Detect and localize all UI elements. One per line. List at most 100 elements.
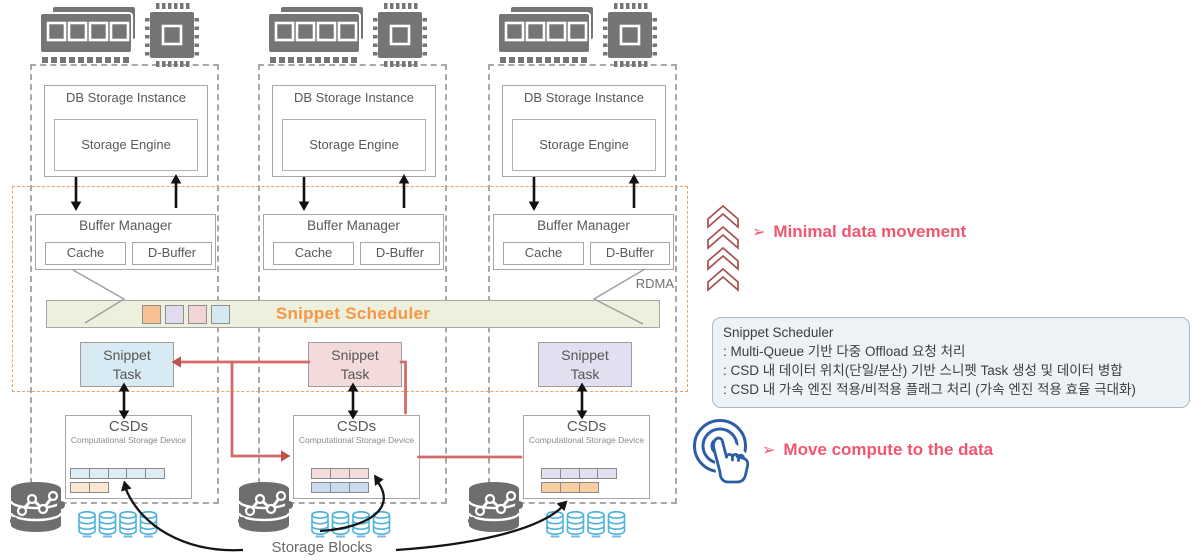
storage-engine-box: Storage Engine [282, 119, 426, 171]
csd-cell [559, 468, 580, 479]
chevron-up-icon [707, 205, 739, 291]
snippet-task-box: Snippet Task [308, 342, 402, 387]
queue-block [188, 304, 207, 324]
csd-title: CSDs [108, 418, 149, 435]
snippet-task-label: Snippet [103, 347, 151, 363]
csd-box: CSDs Computational Storage Device [293, 415, 420, 499]
csd-cell [578, 482, 599, 493]
offload-layer-outline [12, 186, 688, 392]
db-storage-instance-box: DB Storage Instance Storage Engine [502, 85, 666, 177]
csd-cell [70, 468, 90, 479]
infobox-line: : CSD 내 데이터 위치(단일/분산) 기반 스니펫 Task 생성 및 데… [723, 363, 1123, 379]
arrow-bullet-icon: ➢ [762, 442, 776, 459]
server-node-3: DB Storage Instance Storage Engine Buffe… [488, 64, 677, 504]
queue-block [165, 304, 184, 324]
snippet-scheduler-infobox: Snippet Scheduler : Multi-Queue 기반 다중 Of… [712, 317, 1190, 408]
csd-data-blocks [541, 468, 618, 496]
csd-box: CSDs Computational Storage Device [523, 415, 650, 499]
csd-cell-row [311, 468, 369, 479]
csd-cell [541, 468, 561, 479]
d-buffer-label: D-Buffer [375, 245, 425, 260]
csd-subtitle: Computational Storage Device [528, 435, 645, 445]
csd-cell [126, 468, 147, 479]
cache-box: Cache [503, 242, 584, 265]
csd-cell-row [311, 482, 369, 493]
storage-engine-label: Storage Engine [309, 137, 399, 152]
csd-cell [597, 468, 618, 479]
infobox-title: Snippet Scheduler [723, 325, 834, 340]
snippet-task-label: Snippet [331, 347, 379, 363]
csd-cell-row [541, 482, 616, 493]
db-instance-title: DB Storage Instance [524, 90, 644, 105]
ram-icon [38, 4, 596, 65]
buffer-manager-title: Buffer Manager [307, 218, 400, 233]
scheduler-queue-blocks [142, 304, 230, 324]
queue-block [211, 304, 230, 324]
csd-cell [578, 468, 599, 479]
csd-cell [88, 468, 109, 479]
buffer-manager-title: Buffer Manager [537, 218, 630, 233]
db-storage-instance-box: DB Storage Instance Storage Engine [272, 85, 436, 177]
csd-cell [329, 468, 350, 479]
csd-cell [541, 482, 561, 493]
csd-cell-row [541, 468, 618, 479]
csd-cell [348, 468, 369, 479]
rdma-label: RDMA [635, 276, 674, 291]
csd-cell-row [70, 482, 164, 493]
snippet-task-label: Task [570, 365, 600, 382]
buffer-manager-box: Buffer Manager Cache D-Buffer [263, 214, 444, 270]
cache-box: Cache [45, 242, 126, 265]
buffer-manager-box: Buffer Manager Cache D-Buffer [493, 214, 674, 270]
buffer-manager-title: Buffer Manager [79, 218, 172, 233]
csd-cell [145, 468, 166, 479]
csd-cell [88, 482, 109, 493]
arrow-bullet-icon: ➢ [752, 224, 766, 241]
csd-subtitle: Computational Storage Device [298, 435, 415, 445]
annotation-text: Move compute to the data [783, 440, 994, 459]
csd-cell [348, 482, 369, 493]
d-buffer-box: D-Buffer [360, 242, 440, 265]
infobox-line: : CSD 내 가속 엔진 적용/비적용 플래그 처리 (가속 엔진 적용 효율… [723, 382, 1136, 398]
csd-cell [70, 482, 90, 493]
csd-data-blocks [311, 468, 369, 496]
touch-icon [693, 419, 750, 486]
csd-cell [559, 482, 580, 493]
d-buffer-label: D-Buffer [147, 245, 197, 260]
csd-cell [329, 482, 350, 493]
cache-label: Cache [66, 245, 105, 260]
csd-cell-row [70, 468, 166, 479]
storage-cylinder-icon [78, 510, 626, 539]
cpu-icon [143, 1, 659, 69]
cache-box: Cache [273, 242, 354, 265]
scheduler-label: Snippet Scheduler [275, 304, 431, 323]
buffer-manager-box: Buffer Manager Cache D-Buffer [35, 214, 216, 270]
snippet-task-box: Snippet Task [538, 342, 632, 387]
snippet-task-label: Task [112, 365, 142, 382]
csd-cell [311, 482, 331, 493]
queue-block [142, 304, 161, 324]
csd-cell [311, 468, 331, 479]
d-buffer-label: D-Buffer [605, 245, 655, 260]
snippet-task-box: Snippet Task [80, 342, 174, 387]
d-buffer-box: D-Buffer [132, 242, 212, 265]
csd-title: CSDs [336, 418, 377, 435]
snippet-task-label: Task [340, 365, 370, 382]
cache-label: Cache [524, 245, 563, 260]
csd-subtitle: Computational Storage Device [70, 435, 187, 445]
csd-data-blocks [70, 468, 166, 496]
storage-engine-label: Storage Engine [81, 137, 171, 152]
storage-blocks-label: Storage Blocks [271, 539, 373, 556]
cache-label: Cache [294, 245, 333, 260]
server-node-2: DB Storage Instance Storage Engine Buffe… [258, 64, 447, 504]
db-storage-instance-box: DB Storage Instance Storage Engine [44, 85, 208, 177]
annotation-text: Minimal data movement [773, 222, 967, 241]
storage-engine-box: Storage Engine [54, 119, 198, 171]
snippet-scheduler-bar: Snippet Scheduler [46, 300, 660, 328]
csd-box: CSDs Computational Storage Device [65, 415, 192, 499]
storage-engine-label: Storage Engine [539, 137, 629, 152]
infobox-line: : Multi-Queue 기반 다중 Offload 요청 처리 [723, 344, 966, 360]
annotation-move-compute: ➢ Move compute to the data [762, 440, 993, 460]
annotation-minimal-data-movement: ➢ Minimal data movement [752, 222, 966, 242]
db-instance-title: DB Storage Instance [66, 90, 186, 105]
